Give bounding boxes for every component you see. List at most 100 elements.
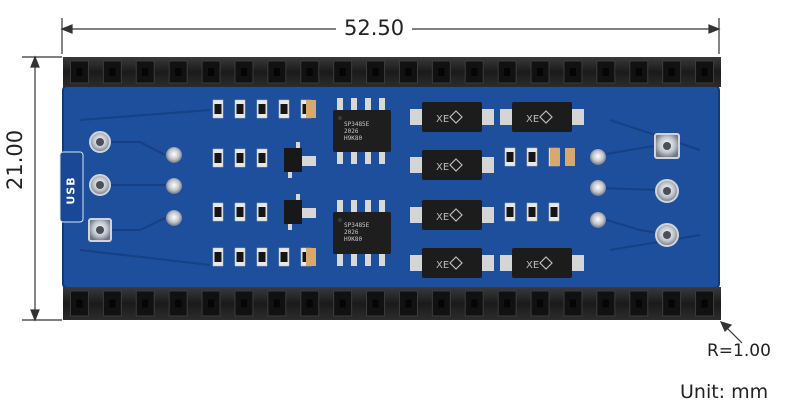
- tvs-marking: XE: [436, 114, 449, 125]
- header-pin-hole: [668, 299, 675, 308]
- header-pin-hole: [142, 68, 149, 76]
- header-pin-hole: [569, 68, 576, 76]
- header-pin-hole: [701, 68, 708, 76]
- tvs-lead: [570, 109, 584, 125]
- header-pin-hole: [471, 299, 478, 308]
- tvs-lead: [570, 255, 584, 271]
- capacitor: [550, 148, 560, 166]
- radius-leader: [719, 321, 743, 344]
- tvs-marking: XE: [526, 114, 539, 125]
- usb-label: USB: [64, 176, 78, 205]
- capacitor: [306, 248, 316, 266]
- tvs-diode: [422, 102, 482, 132]
- capacitor: [306, 100, 316, 118]
- tvs-diode: [512, 102, 572, 132]
- header-pin-hole: [569, 299, 576, 308]
- header-pin-hole: [635, 299, 642, 308]
- header-pin-hole: [602, 68, 609, 76]
- usb-tab: [59, 151, 84, 223]
- diode-symbol-icon: [449, 110, 463, 124]
- tvs-diode: [422, 200, 482, 230]
- diode-symbol-icon: [539, 110, 553, 124]
- tvs-diode: [422, 150, 482, 180]
- top-pin-header: [63, 57, 721, 87]
- header-pin-hole: [208, 68, 215, 76]
- header-pin-hole: [339, 68, 346, 76]
- header-pin-hole: [471, 68, 478, 76]
- header-pin-hole: [208, 299, 215, 308]
- tvs-diode: [422, 248, 482, 278]
- header-pin-hole: [504, 299, 511, 308]
- tvs-lead: [480, 255, 494, 271]
- header-pin-hole: [537, 68, 544, 76]
- header-pin-hole: [372, 68, 379, 76]
- height-dimension: [22, 55, 62, 322]
- arrow-down-icon: [30, 309, 40, 322]
- capacitor: [565, 148, 575, 166]
- right-terminals: [590, 133, 680, 247]
- width-dimension-label: 52.50: [336, 18, 413, 39]
- header-pin-hole: [109, 299, 116, 308]
- resistor-array: [212, 99, 316, 267]
- tvs-lead: [410, 207, 424, 223]
- chip-bottom-marking: SP3485E 2026 H9K80: [344, 222, 370, 243]
- tvs-lead: [500, 255, 514, 271]
- unit-label: Unit: mm: [680, 381, 769, 403]
- header-pin-hole: [306, 68, 313, 76]
- transceiver-chip-bottom: [333, 200, 391, 266]
- header-pin-hole: [175, 299, 182, 308]
- header-pin-hole: [405, 299, 412, 308]
- bottom-pin-header: [63, 287, 721, 320]
- tvs-marking: XE: [436, 212, 449, 223]
- header-pin-hole: [240, 68, 247, 76]
- tvs-marking: XE: [436, 260, 449, 271]
- header-pin-hole: [438, 68, 445, 76]
- header-pin-hole: [635, 68, 642, 76]
- arrow-right-icon: [708, 24, 721, 34]
- header-pin-hole: [438, 299, 445, 308]
- header-pin-hole: [273, 299, 280, 308]
- header-pin-hole: [372, 299, 379, 308]
- header-pin-hole: [405, 68, 412, 76]
- tvs-diode: [512, 248, 572, 278]
- tvs-marking: XE: [436, 162, 449, 173]
- tvs-lead: [480, 157, 494, 173]
- header-pin-hole: [142, 299, 149, 308]
- header-pin-hole: [602, 299, 609, 308]
- header-pin-hole: [701, 299, 708, 308]
- header-pin-hole: [339, 299, 346, 308]
- header-pin-hole: [306, 299, 313, 308]
- header-pin-hole: [240, 299, 247, 308]
- diode-symbol-icon: [449, 208, 463, 222]
- tvs-diodes: XE XE XE XE XE XE: [410, 102, 584, 278]
- chip-top-marking: SP3485E 2026 H9K80: [344, 121, 370, 142]
- header-pin-hole: [504, 68, 511, 76]
- tvs-lead: [500, 109, 514, 125]
- diode-symbol-icon: [449, 158, 463, 172]
- corner-radius-label: R=1.00: [707, 341, 771, 361]
- header-pin-hole: [109, 68, 116, 76]
- arrow-left-icon: [60, 24, 73, 34]
- header-pin-hole: [537, 299, 544, 308]
- header-pin-hole: [76, 68, 83, 76]
- pcb-board: [63, 86, 719, 288]
- arrow-up-icon: [30, 55, 40, 68]
- header-pin-hole: [668, 68, 675, 76]
- transistors: [284, 142, 316, 230]
- tvs-lead: [410, 255, 424, 271]
- left-terminals: [88, 131, 182, 242]
- tvs-lead: [410, 109, 424, 125]
- tvs-lead: [480, 207, 494, 223]
- tvs-marking: XE: [526, 260, 539, 271]
- transceiver-chip-top: [333, 98, 391, 164]
- tvs-lead: [410, 157, 424, 173]
- header-pin-hole: [175, 68, 182, 76]
- diode-symbol-icon: [539, 256, 553, 270]
- diode-symbol-icon: [449, 256, 463, 270]
- header-pin-hole: [76, 299, 83, 308]
- height-dimension-label: 21.00: [3, 125, 27, 194]
- header-pin-hole: [273, 68, 280, 76]
- tvs-lead: [480, 109, 494, 125]
- pcb-traces: [79, 109, 701, 266]
